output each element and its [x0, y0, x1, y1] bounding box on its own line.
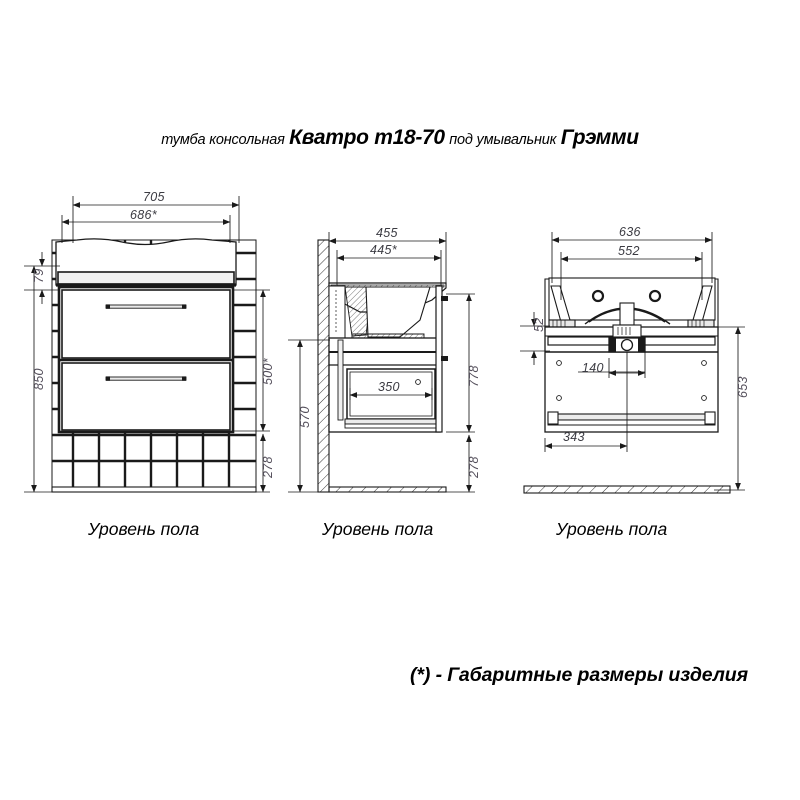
front-view — [24, 196, 270, 493]
front-washbasin — [55, 238, 237, 287]
floor-level-label-side: Уровень пола — [322, 519, 434, 539]
rear-view — [520, 232, 745, 494]
front-cabinet — [57, 285, 235, 434]
drawer-handle-top — [105, 304, 187, 309]
dim-front-floor-clearance: 278 — [261, 456, 275, 478]
drawer-handle-bottom — [105, 376, 187, 381]
dim-rear-bracket-offset: 343 — [563, 430, 585, 444]
side-view — [288, 232, 475, 493]
title-middle: под умывальник — [449, 132, 557, 148]
dim-side-mount-height: 778 — [467, 365, 481, 387]
dim-rear-top-offset: 52 — [532, 317, 546, 332]
floor-level-label-front: Уровень пола — [88, 519, 200, 539]
title-model: Кватро т18-70 — [289, 126, 445, 149]
dim-front-total-height: 850 — [32, 368, 46, 390]
dim-rear-body-width: 636 — [619, 225, 641, 239]
side-dimension-lines — [288, 232, 475, 493]
dim-front-basin-height: 79 — [32, 268, 46, 283]
front-drawer-bottom — [61, 362, 231, 431]
front-dimension-lines — [24, 196, 270, 493]
footnote-dimensions: (*) - Габаритные размеры изделия — [410, 664, 749, 686]
dim-rear-mount-height: 653 — [736, 376, 750, 398]
dim-side-overall-depth: 455 — [376, 226, 398, 240]
title-prefix: тумба консольная — [161, 132, 285, 148]
dim-rear-drain-offset: 140 — [582, 361, 604, 375]
rear-cabinet — [544, 324, 719, 433]
dim-side-product-depth: 445* — [370, 243, 397, 257]
dim-front-overall-width: 705 — [143, 190, 165, 204]
floor-level-label-rear: Уровень пола — [556, 519, 668, 539]
dim-side-drawer-depth: 350 — [378, 380, 400, 394]
rear-dimension-lines — [520, 232, 745, 491]
front-floor-band — [51, 486, 257, 493]
dim-side-floor-clearance: 278 — [467, 456, 481, 478]
side-washbasin-section — [328, 282, 447, 344]
drawing-title: тумба консольная Кватро т18-70 под умыва… — [0, 126, 800, 150]
dim-side-wall-height: 570 — [298, 406, 312, 428]
rear-floor-band — [523, 485, 731, 494]
dim-front-product-width: 686* — [130, 208, 157, 222]
title-basin: Грэмми — [560, 126, 639, 149]
front-drawer-top — [61, 289, 231, 359]
dim-rear-mount-span: 552 — [618, 244, 640, 258]
dim-front-cabinet-height: 500* — [261, 358, 275, 385]
